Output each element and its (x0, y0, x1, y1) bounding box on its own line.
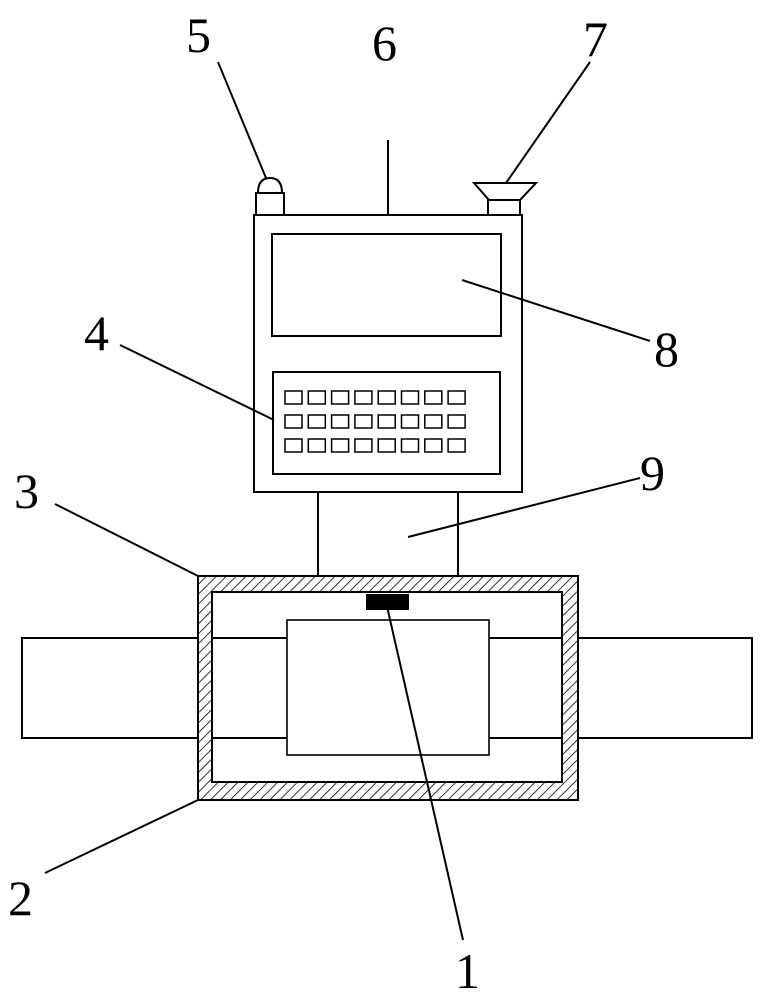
keypad-key (400, 414, 420, 429)
indicator-light (255, 176, 285, 216)
speaker-horn (471, 182, 539, 216)
label-6: 6 (372, 15, 397, 71)
housing-wall (197, 575, 579, 801)
leader-5 (217, 61, 267, 179)
keypad-key (400, 438, 420, 453)
keypad-key (447, 438, 466, 453)
support-column (317, 492, 459, 576)
pipe-right-segment (575, 637, 753, 739)
leader-4 (119, 344, 275, 421)
housing (197, 575, 579, 801)
instrument-body (253, 214, 523, 493)
keypad-key (284, 390, 303, 405)
keypad-key (377, 390, 396, 405)
sensor-chip (366, 594, 409, 610)
display-screen (271, 233, 502, 337)
label-7: 7 (583, 11, 608, 67)
keypad-key (354, 438, 373, 453)
keypad-key (307, 414, 327, 429)
leader-lines (44, 61, 651, 941)
keypad-key (424, 414, 443, 429)
label-1: 1 (455, 943, 480, 999)
label-4: 4 (84, 305, 109, 361)
label-5: 5 (186, 7, 211, 63)
keypad-key (354, 390, 373, 405)
keypad-key (284, 414, 303, 429)
keypad-keys (284, 390, 466, 453)
keypad-key (377, 414, 396, 429)
keypad-key (424, 390, 443, 405)
part-labels: 1 2 3 4 5 6 7 8 9 (8, 7, 679, 999)
leader-1 (385, 601, 464, 941)
leader-8 (461, 279, 651, 342)
keypad-key (424, 438, 443, 453)
leader-7 (505, 61, 591, 184)
keypad-key (447, 414, 466, 429)
keypad-key (377, 438, 396, 453)
label-8: 8 (654, 321, 679, 377)
keypad-key (307, 438, 327, 453)
label-9: 9 (640, 445, 665, 501)
leader-2 (44, 799, 199, 874)
keypad-key (330, 414, 350, 429)
flow-core-block (286, 619, 490, 756)
keypad-key (354, 414, 373, 429)
keypad-panel (272, 371, 501, 475)
leader-3 (54, 503, 199, 577)
label-3: 3 (14, 463, 39, 519)
pipe-left-segment (21, 637, 201, 739)
keypad-key (330, 390, 350, 405)
leader-9 (407, 477, 641, 538)
keypad-key (307, 390, 327, 405)
keypad-key (284, 438, 303, 453)
keypad-key (330, 438, 350, 453)
keypad-key (400, 390, 420, 405)
label-2: 2 (8, 870, 33, 926)
keypad-key (447, 390, 466, 405)
